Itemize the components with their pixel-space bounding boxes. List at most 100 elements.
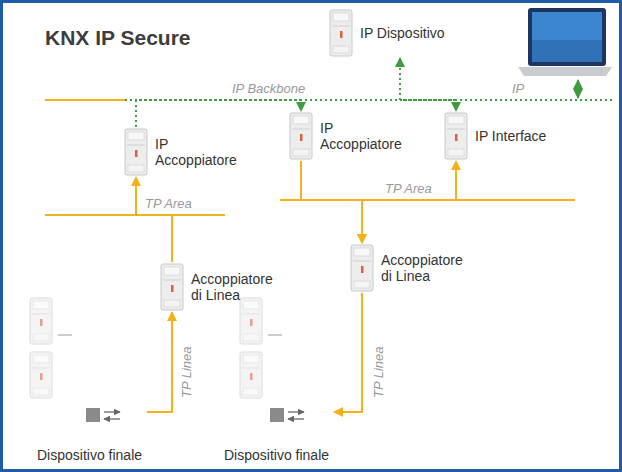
device-cap [33,355,49,363]
bus-line [45,99,125,101]
device-icon [240,352,262,398]
laptop-display [532,12,602,62]
laptop-base [518,67,612,76]
device-led [250,319,253,326]
device-led [40,319,43,326]
device-seam [32,314,50,315]
device-icon [30,352,52,398]
laptop-screen [528,8,606,66]
end-device-square [86,408,100,422]
device-base [243,388,259,395]
signal-arrow [104,418,120,419]
bus-connector [334,293,362,412]
device-led [361,266,364,273]
ip-line [400,99,612,101]
device-icon [30,298,52,344]
device-cap [293,116,309,124]
device-label: Accoppiatore di Linea [191,271,287,303]
device-node: IP Accoppiatore [290,111,420,161]
device-body [30,352,52,398]
device-seam [332,26,350,27]
device-node: IP Accoppiatore [125,127,255,177]
signal-arrow [104,411,120,412]
device-base [33,388,49,395]
bus-label: TP Area [385,182,432,197]
device-label: IP Accoppiatore [320,120,416,152]
device-body [445,113,467,159]
device-cap [128,132,144,140]
device-led [135,150,138,157]
device-cap [243,355,259,363]
device-led [455,134,458,141]
device-base [354,281,370,288]
device-cap [243,301,259,309]
bus-label: TP Area [145,197,192,212]
bus-label: IP [512,82,524,97]
device-icon [290,113,312,159]
device-body [351,245,373,291]
device-node: Accoppiatore di Linea [351,243,481,293]
device-base [33,334,49,341]
device-node: Accoppiatore di Linea [161,262,291,312]
device-label: IP Dispositivo [360,25,445,41]
laptop-link [577,80,579,98]
device-led [250,373,253,380]
device-seam [163,280,181,281]
diagram-title: KNX IP Secure [45,26,191,50]
device-base [128,165,144,172]
device-body [240,298,262,344]
device-cap [164,267,180,275]
device-cap [354,248,370,256]
device-base [243,334,259,341]
device-base [164,300,180,307]
device-base [293,149,309,156]
device-base [333,46,349,53]
laptop-icon [518,8,612,76]
device-led [340,31,343,38]
device-led [300,134,303,141]
device-body [125,129,147,175]
device-icon [161,264,183,310]
device-seam [127,145,145,146]
device-seam [242,368,260,369]
device-label: IP Accoppiatore [155,136,251,168]
bus-connector [136,177,172,262]
device-label: IP Interface [475,128,546,144]
device-body [161,264,183,310]
bus-connector [301,161,362,243]
device-cap [448,116,464,124]
device-icon [351,245,373,291]
bus-connector [136,100,301,127]
signal-arrow [288,418,304,419]
device-icon [240,298,262,344]
device-gap-dash [268,334,282,336]
bus-label: TP Linea [372,346,387,398]
bus-connector [362,161,456,243]
device-label: Dispositivo finale [37,447,142,463]
bus-connector [147,312,172,412]
device-cap [33,301,49,309]
laptop-display-band [532,40,602,62]
device-icon [330,10,352,56]
device-body [290,113,312,159]
device-led [40,373,43,380]
bus-connector [400,58,456,111]
device-label: Accoppiatore di Linea [381,252,477,284]
device-body [30,298,52,344]
device-cap [333,13,349,21]
bus-label: TP Linea [180,346,195,398]
device-body [330,10,352,56]
bus-label: IP Backbone [232,82,305,97]
end-device-node: Dispositivo finale [222,400,334,465]
device-node: IP Dispositivo [330,8,449,58]
device-seam [292,129,310,130]
device-seam [447,129,465,130]
device-node: IP Interface [445,111,551,161]
device-led [171,285,174,292]
device-label: Dispositivo finale [224,447,329,463]
end-device-node: Dispositivo finale [35,400,147,465]
